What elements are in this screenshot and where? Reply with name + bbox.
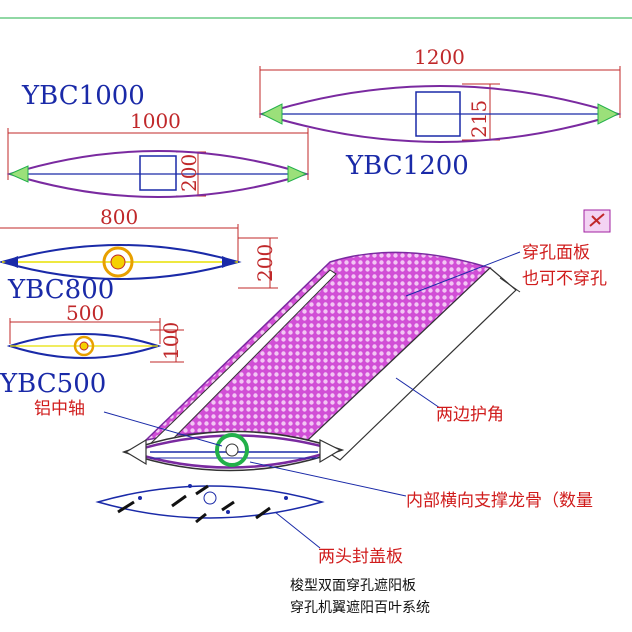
ybc1000-height-label: 200 [177,154,201,192]
ybc500-model-label: YBC500 [0,369,106,399]
callout-inner-keel: 内部横向支撑龙骨（数量 [406,491,593,511]
caption-line-1: 梭型双面穿孔遮阳板 [290,577,416,594]
aluminum-axis-ring [215,433,249,467]
ybc800-profile: 800 200 YBC800 [0,205,278,305]
ybc1000-model-label: YBC1000 [21,81,145,111]
callout-aluminum-axis: 铝中轴 [34,399,85,419]
callout-edge-guard: 两边护角 [436,405,504,425]
ybc1200-width-label: 1200 [414,45,465,69]
ybc1200-model-label: YBC1200 [345,151,469,181]
ybc1000-width-label: 1000 [130,109,181,133]
callout-perforated-panel: 穿孔面板 [522,243,590,263]
ybc500-height-label: 100 [159,322,183,360]
callout-perforated-optional: 也可不穿孔 [522,269,607,289]
ybc800-model-label: YBC800 [7,275,114,305]
ybc800-height-label: 200 [253,244,277,282]
ybc1000-profile: 1000 200 YBC1000 [6,81,310,198]
ybc1200-height-label: 215 [467,100,491,138]
wing-louver-3d [103,251,521,549]
logo-stamp [583,209,611,233]
end-cap-plate [95,484,325,524]
ybc500-profile: 500 100 YBC500 [0,301,184,399]
ybc1200-profile: 1200 215 YBC1200 [258,45,622,181]
callout-end-caps: 两头封盖板 [318,547,403,567]
ybc500-width-label: 500 [66,301,104,325]
ybc800-width-label: 800 [100,205,138,229]
caption-line-2: 穿孔机翼遮阳百叶系统 [290,600,430,616]
